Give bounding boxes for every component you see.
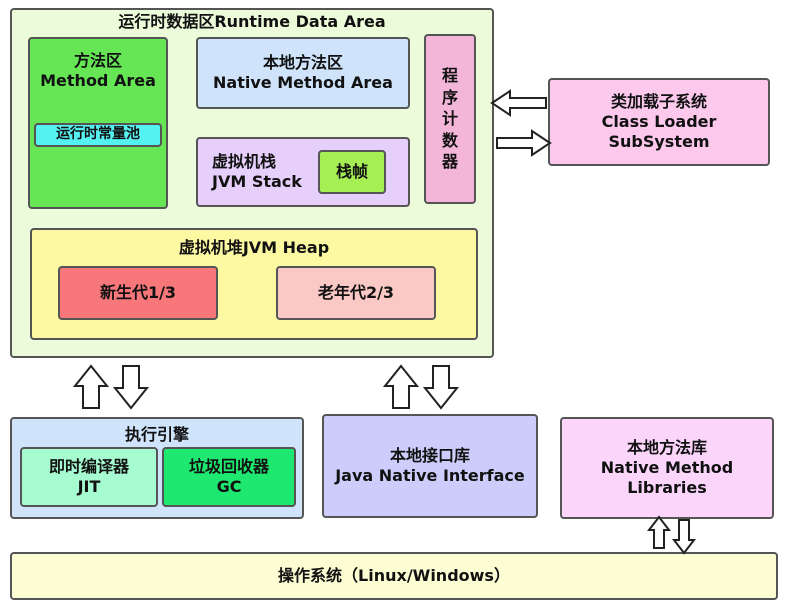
jvm-heap-title: 虚拟机堆JVM Heap (178, 238, 330, 257)
jit-title-cn: 即时编译器 (48, 457, 129, 476)
jni-title-cn: 本地接口库 (389, 446, 470, 465)
method-area: 方法区 Method Area 运行时常量池 (28, 37, 168, 209)
class-loader-title-cn: 类加载子系统 (610, 92, 707, 111)
native-method-area-title-en: Native Method Area (213, 73, 393, 92)
native-libs-title-en: Native Method Libraries (600, 458, 734, 497)
class-loader-subsystem: 类加载子系统 Class Loader SubSystem (548, 78, 770, 166)
arrow-right-icon (496, 129, 552, 157)
arrow-down-icon (671, 519, 697, 555)
arrow-up-icon (646, 515, 672, 549)
old-generation: 老年代2/3 (276, 266, 436, 320)
runtime-constant-pool: 运行时常量池 (34, 123, 162, 147)
jvm-stack-title-cn: 虚拟机栈 (212, 152, 277, 171)
arrow-down-icon (112, 365, 150, 410)
pc-register-char: 器 (441, 152, 458, 172)
class-loader-title-en: Class Loader SubSystem (601, 112, 717, 151)
gc-title-cn: 垃圾回收器 (188, 457, 269, 476)
jvm-stack-title-en: JVM Stack (212, 172, 302, 191)
gc-title-en: GC (216, 477, 242, 496)
java-native-interface: 本地接口库 Java Native Interface (322, 414, 538, 518)
native-method-area: 本地方法区 Native Method Area (196, 37, 410, 109)
pc-register-char: 程 (441, 66, 458, 86)
method-area-title-en: Method Area (40, 71, 156, 90)
native-libs-title-cn: 本地方法库 (626, 438, 707, 457)
jit-title-en: JIT (77, 477, 101, 496)
stack-frame: 栈帧 (318, 150, 386, 194)
young-generation: 新生代1/3 (58, 266, 218, 320)
arrow-down-icon (422, 365, 460, 410)
arrow-left-icon (490, 89, 547, 117)
jvm-stack: 虚拟机栈 JVM Stack 栈帧 (196, 137, 410, 207)
program-counter-register: 程 序 计 数 器 (424, 34, 476, 204)
runtime-data-area-title: 运行时数据区Runtime Data Area (118, 12, 386, 31)
jit-compiler: 即时编译器 JIT (20, 447, 158, 507)
arrow-up-icon (72, 364, 110, 409)
garbage-collector: 垃圾回收器 GC (162, 447, 296, 507)
pc-register-char: 计 (441, 109, 458, 129)
operating-system: 操作系统（Linux/Windows） (10, 552, 778, 600)
native-method-libraries: 本地方法库 Native Method Libraries (560, 417, 774, 519)
execution-engine-title: 执行引擎 (124, 425, 189, 444)
pc-register-char: 数 (441, 130, 458, 150)
method-area-title-cn: 方法区 (73, 51, 122, 70)
native-method-area-title-cn: 本地方法区 (262, 53, 343, 72)
jni-title-en: Java Native Interface (335, 466, 525, 485)
pc-register-char: 序 (441, 87, 458, 107)
arrow-up-icon (382, 364, 420, 409)
